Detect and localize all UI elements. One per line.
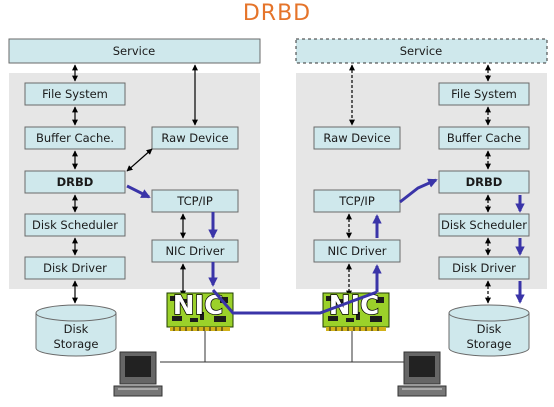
right-disk-driver-box: Disk Driver (438, 256, 530, 280)
left-raw-device-box: Raw Device (151, 126, 239, 150)
right-computer-icon (397, 351, 447, 397)
left-file-system-label: File System (42, 87, 108, 101)
right-disk-scheduler-box: Disk Scheduler (438, 213, 530, 237)
right-tcpip-box: TCP/IP (313, 189, 401, 213)
left-file-system-box: File System (24, 82, 126, 106)
network-cabling (160, 331, 405, 363)
right-nic-driver-label: NIC Driver (327, 244, 386, 258)
right-nic-card: NIC (322, 290, 390, 331)
left-disk-driver-box: Disk Driver (24, 256, 126, 280)
right-disk-driver-label: Disk Driver (452, 261, 516, 275)
right-disk-scheduler-label: Disk Scheduler (441, 218, 527, 232)
left-buffer-cache-box: Buffer Cache. (24, 126, 126, 150)
right-service-box: Service (295, 38, 548, 64)
right-raw-device-label: Raw Device (323, 131, 390, 145)
right-file-system-label: File System (451, 87, 517, 101)
right-buffer-cache-box: Buffer Cache (438, 126, 530, 150)
left-drbd-box: DRBD (24, 170, 126, 194)
right-drbd-label: DRBD (466, 175, 503, 189)
left-service-label: Service (113, 44, 156, 58)
right-drbd-box: DRBD (438, 170, 530, 194)
left-nic-driver-label: NIC Driver (165, 244, 224, 258)
right-service-label: Service (400, 44, 443, 58)
left-nic-driver-box: NIC Driver (151, 239, 239, 263)
left-tcpip-box: TCP/IP (151, 189, 239, 213)
left-replication-arrows (126, 184, 218, 287)
left-service-box: Service (8, 38, 261, 64)
left-drbd-label: DRBD (57, 175, 94, 189)
right-stack-arrows (346, 64, 491, 304)
right-buffer-cache-label: Buffer Cache (447, 131, 521, 145)
right-replication-arrows (372, 178, 525, 304)
left-storage-label-line2: Storage (54, 337, 99, 351)
right-file-system-box: File System (438, 82, 530, 106)
left-disk-scheduler-box: Disk Scheduler (24, 213, 126, 237)
left-stack-arrows (72, 64, 198, 304)
right-tcpip-label: TCP/IP (338, 194, 375, 208)
right-storage-label-line1: Disk (477, 322, 502, 336)
left-disk-storage: Disk Storage (35, 304, 117, 357)
right-storage-label-line2: Storage (467, 337, 512, 351)
left-nic-label: NIC (173, 291, 224, 321)
left-disk-scheduler-label: Disk Scheduler (32, 218, 118, 232)
left-storage-label-line1: Disk (64, 322, 89, 336)
left-raw-device-label: Raw Device (161, 131, 228, 145)
diagram-title: DRBD (242, 1, 312, 26)
left-tcpip-label: TCP/IP (176, 194, 213, 208)
left-computer-icon (113, 351, 163, 397)
right-disk-storage: Disk Storage (448, 304, 530, 357)
left-disk-driver-label: Disk Driver (43, 261, 107, 275)
left-nic-card: NIC (166, 290, 234, 331)
left-buffer-cache-label: Buffer Cache. (36, 131, 114, 145)
right-nic-driver-box: NIC Driver (313, 239, 401, 263)
network-replication-link (211, 289, 378, 315)
right-raw-device-box: Raw Device (313, 126, 401, 150)
